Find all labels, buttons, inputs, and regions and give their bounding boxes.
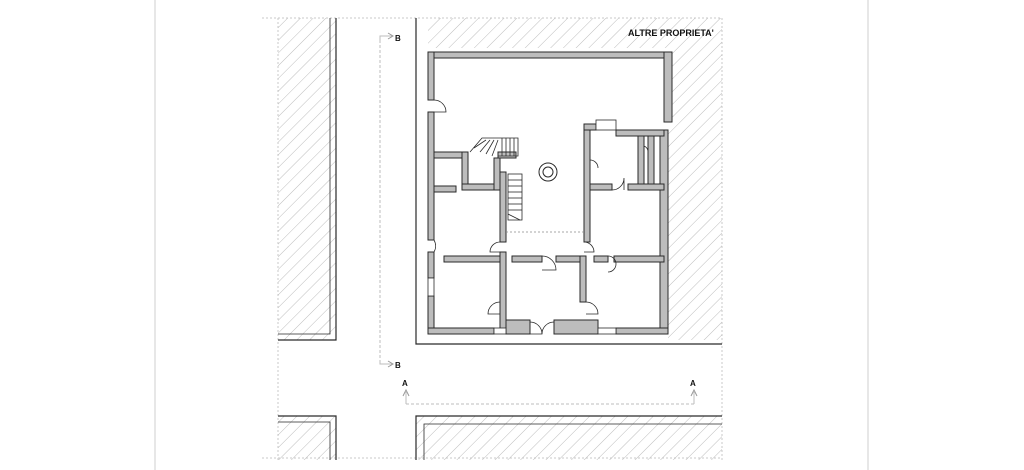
staircase-lower	[507, 173, 523, 221]
staircase-upper	[469, 137, 519, 157]
section-b-top-label: B	[395, 34, 401, 43]
well-symbol	[538, 162, 558, 182]
door-swings	[433, 99, 649, 335]
section-b-bottom-label: B	[395, 361, 401, 370]
building-interior	[428, 56, 666, 332]
other-properties-area	[415, 18, 722, 345]
section-a-left-label: A	[402, 379, 408, 388]
section-line-a	[402, 388, 698, 405]
window-openings	[427, 119, 617, 335]
exterior-walls	[427, 51, 673, 335]
interior-walls	[433, 123, 665, 331]
section-line-b	[379, 32, 394, 368]
section-a-right-label: A	[690, 379, 696, 388]
neighbor-block-bottom-right	[415, 415, 722, 460]
neighbor-block-left	[278, 18, 337, 341]
neighbor-block-bottom-left	[278, 415, 337, 460]
other-properties-label: ALTRE PROPRIETA'	[628, 28, 714, 38]
